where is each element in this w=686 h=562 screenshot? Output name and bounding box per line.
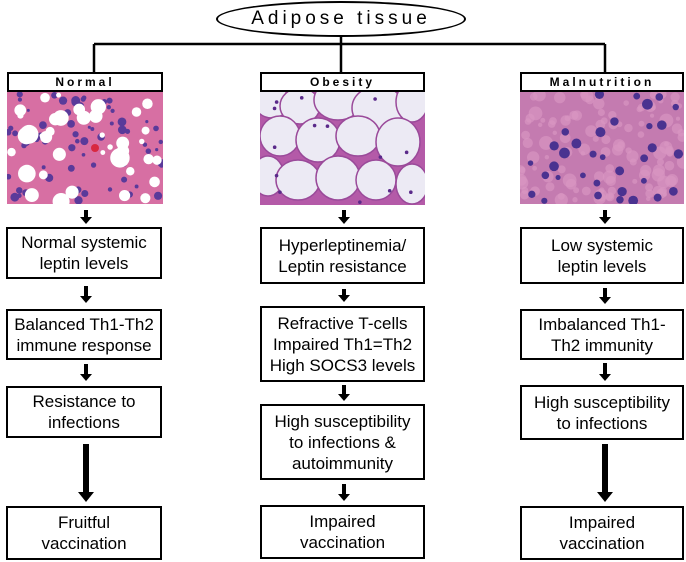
step-obesity-3: High susceptibility to infections & auto…: [260, 404, 425, 480]
arrow-normal-3: [80, 364, 92, 381]
arrow-obesity-3: [338, 385, 350, 401]
step-malnutrition-1: Low systemic leptin levels: [520, 227, 684, 284]
arrow-malnutrition-4: [597, 444, 613, 502]
histology-obese-image: [260, 92, 425, 205]
arrow-normal-4: [78, 444, 94, 502]
step-normal-1: Normal systemic leptin levels: [6, 227, 162, 279]
arrow-normal-1: [80, 210, 92, 224]
histology-obese-adipose-icon: [260, 92, 425, 205]
header-obesity: Obesity: [260, 72, 425, 92]
step-obesity-4: Impaired vaccination: [260, 505, 425, 559]
step-obesity-2: Refractive T-cells Impaired Th1=Th2 High…: [260, 306, 425, 382]
flow-arrows: [78, 210, 613, 502]
histology-malnourished-adipose-icon: [520, 92, 684, 204]
header-malnutrition: Malnutrition: [520, 72, 684, 92]
step-obesity-1: Hyperleptinemia/ Leptin resistance: [260, 227, 425, 284]
arrow-malnutrition-2: [599, 288, 611, 304]
arrow-malnutrition-3: [599, 363, 611, 381]
step-normal-2: Balanced Th1-Th2 immune response: [6, 309, 162, 360]
histology-malnourished-image: [520, 92, 684, 204]
histology-normal-image: [7, 92, 163, 204]
histology-normal-adipose-icon: [7, 92, 163, 204]
diagram-title: Adipose tissue: [216, 1, 466, 37]
arrow-obesity-1: [338, 210, 350, 224]
arrow-normal-2: [80, 286, 92, 303]
arrow-obesity-4: [338, 484, 350, 501]
header-normal: Normal: [7, 72, 163, 92]
step-malnutrition-4: Impaired vaccination: [520, 506, 684, 560]
step-normal-3: Resistance to infections: [6, 386, 162, 438]
step-malnutrition-3: High susceptibility to infections: [520, 385, 684, 440]
arrow-obesity-2: [338, 289, 350, 302]
arrow-malnutrition-1: [599, 210, 611, 224]
step-normal-4: Fruitful vaccination: [6, 506, 162, 560]
step-malnutrition-2: Imbalanced Th1- Th2 immunity: [520, 309, 684, 360]
